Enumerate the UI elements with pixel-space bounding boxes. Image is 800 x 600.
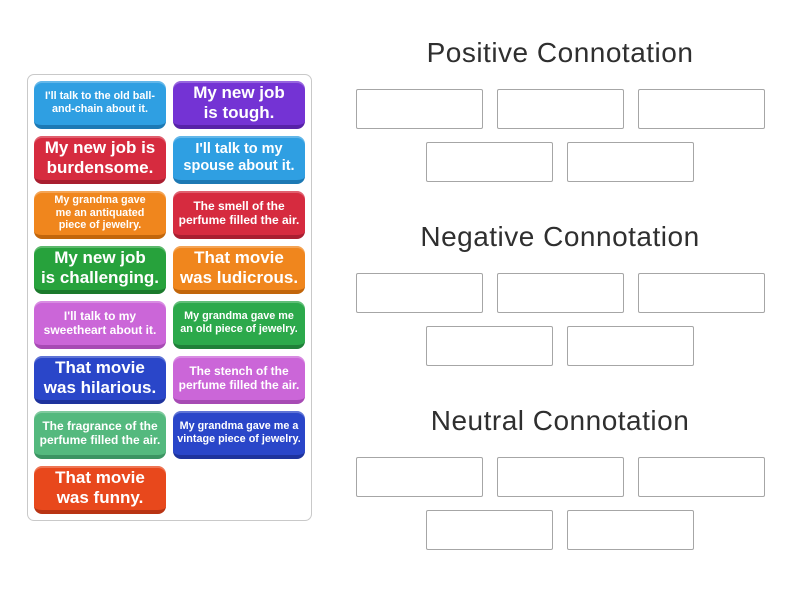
draggable-tile[interactable]: My new job is burdensome. [34, 136, 166, 184]
tile-label: My grandma gave me an antiquated piece o… [54, 193, 146, 232]
tile-label: I'll talk to my sweetheart about it. [43, 308, 157, 337]
draggable-tile[interactable]: I'll talk to my spouse about it. [173, 136, 305, 184]
tile-label: That movie was ludicrous. [179, 247, 299, 287]
draggable-tile[interactable]: My new job is challenging. [34, 246, 166, 294]
tile-label: The smell of the perfume filled the air. [178, 198, 300, 227]
group-title: Neutral Connotation [430, 405, 690, 436]
drop-slot[interactable] [637, 89, 765, 129]
tile-label: My grandma gave me a vintage piece of je… [177, 420, 301, 445]
draggable-tile[interactable]: I'll talk to the old ball-and-chain abou… [34, 81, 166, 129]
draggable-tile[interactable]: That movie was ludicrous. [173, 246, 305, 294]
group-section: Negative Connotation [340, 216, 780, 366]
draggable-tile[interactable]: My grandma gave me an old piece of jewel… [173, 301, 305, 349]
drop-slot[interactable] [426, 510, 553, 550]
tile-label: I'll talk to the old ball-and-chain abou… [45, 90, 155, 115]
tile-tray: I'll talk to the old ball-and-chain abou… [27, 74, 312, 521]
groups-area: Positive Connotation Negative Connotatio… [340, 32, 780, 584]
draggable-tile[interactable]: That movie was hilarious. [34, 356, 166, 404]
draggable-tile[interactable]: I'll talk to my sweetheart about it. [34, 301, 166, 349]
group-slots [340, 457, 780, 550]
draggable-tile[interactable]: The fragrance of the perfume filled the … [34, 411, 166, 459]
tile-tray-grid: I'll talk to the old ball-and-chain abou… [34, 81, 305, 514]
group-title: Positive Connotation [426, 37, 694, 68]
draggable-tile[interactable]: My grandma gave me an antiquated piece o… [34, 191, 166, 239]
draggable-tile[interactable]: The smell of the perfume filled the air. [173, 191, 305, 239]
tile-label: The fragrance of the perfume filled the … [39, 418, 161, 447]
tile-label: My new job is tough. [193, 82, 285, 122]
drop-slot[interactable] [355, 273, 483, 313]
tile-label: That movie was funny. [55, 467, 145, 507]
drop-slot[interactable] [426, 326, 553, 366]
drop-slot[interactable] [496, 457, 624, 497]
drop-slot[interactable] [426, 142, 553, 182]
draggable-tile[interactable]: That movie was funny. [34, 466, 166, 514]
tile-label: My new job is burdensome. [44, 137, 156, 177]
drop-slot[interactable] [496, 89, 624, 129]
drop-slot[interactable] [637, 457, 765, 497]
group-section: Neutral Connotation [340, 400, 780, 550]
tile-label: My grandma gave me an old piece of jewel… [180, 310, 298, 335]
draggable-tile[interactable]: My grandma gave me a vintage piece of je… [173, 411, 305, 459]
group-section: Positive Connotation [340, 32, 780, 182]
group-slots [340, 273, 780, 366]
tile-label: My new job is challenging. [40, 247, 160, 287]
drop-slot[interactable] [567, 326, 694, 366]
group-title: Negative Connotation [420, 221, 700, 252]
tile-label: That movie was hilarious. [43, 357, 157, 397]
tile-label: I'll talk to my spouse about it. [183, 140, 295, 174]
drop-slot[interactable] [637, 273, 765, 313]
drop-slot[interactable] [567, 142, 694, 182]
draggable-tile[interactable]: The stench of the perfume filled the air… [173, 356, 305, 404]
drop-slot[interactable] [567, 510, 694, 550]
tile-label: The stench of the perfume filled the air… [178, 363, 300, 392]
drop-slot[interactable] [355, 457, 483, 497]
drop-slot[interactable] [355, 89, 483, 129]
draggable-tile[interactable]: My new job is tough. [173, 81, 305, 129]
group-slots [340, 89, 780, 182]
drop-slot[interactable] [496, 273, 624, 313]
